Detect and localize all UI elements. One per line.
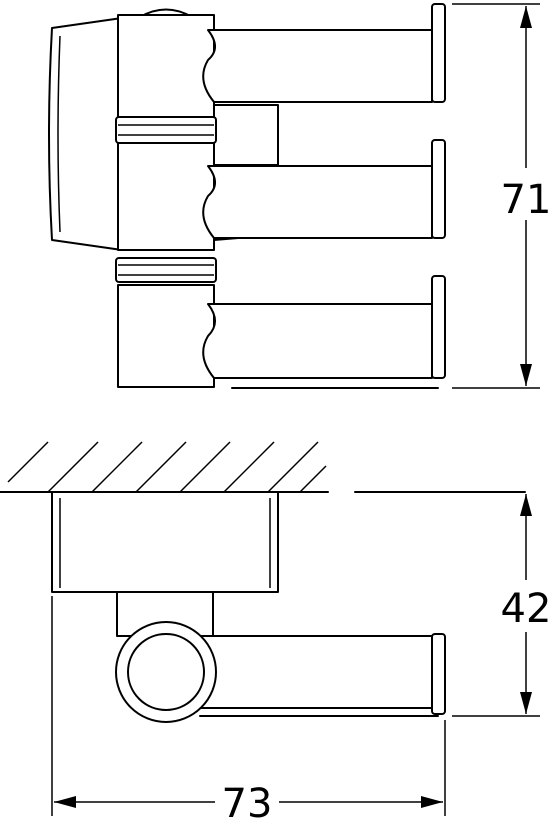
hook-arm-2 (202, 139, 446, 239)
back-bracket (209, 104, 279, 166)
wall-plate (48, 17, 123, 251)
wall-hatch (0, 441, 526, 493)
dimension-width: 73 (51, 596, 446, 820)
front-view: 71 (48, 3, 550, 389)
side-view: 42 73 (0, 441, 550, 820)
hook-arm-3 (202, 275, 446, 379)
hinge-block-lower (117, 284, 215, 388)
hinge-collar-lower (115, 257, 217, 283)
hinge-block-upper (117, 14, 215, 118)
wall-plate-side (51, 491, 279, 593)
hook-arm-1 (202, 3, 446, 103)
hinge-collar-upper (115, 116, 217, 144)
dimension-label-width: 73 (222, 781, 273, 820)
dimension-label-height: 71 (501, 177, 550, 223)
dimension-depth: 42 (452, 494, 550, 717)
dimension-label-depth: 42 (501, 586, 550, 632)
dimension-height: 71 (452, 3, 550, 389)
hinge-ring-inner (127, 633, 205, 711)
wall-plate-inner-edge (57, 35, 61, 233)
hinge-block-middle (117, 142, 215, 251)
hook-arm-side (189, 633, 446, 717)
